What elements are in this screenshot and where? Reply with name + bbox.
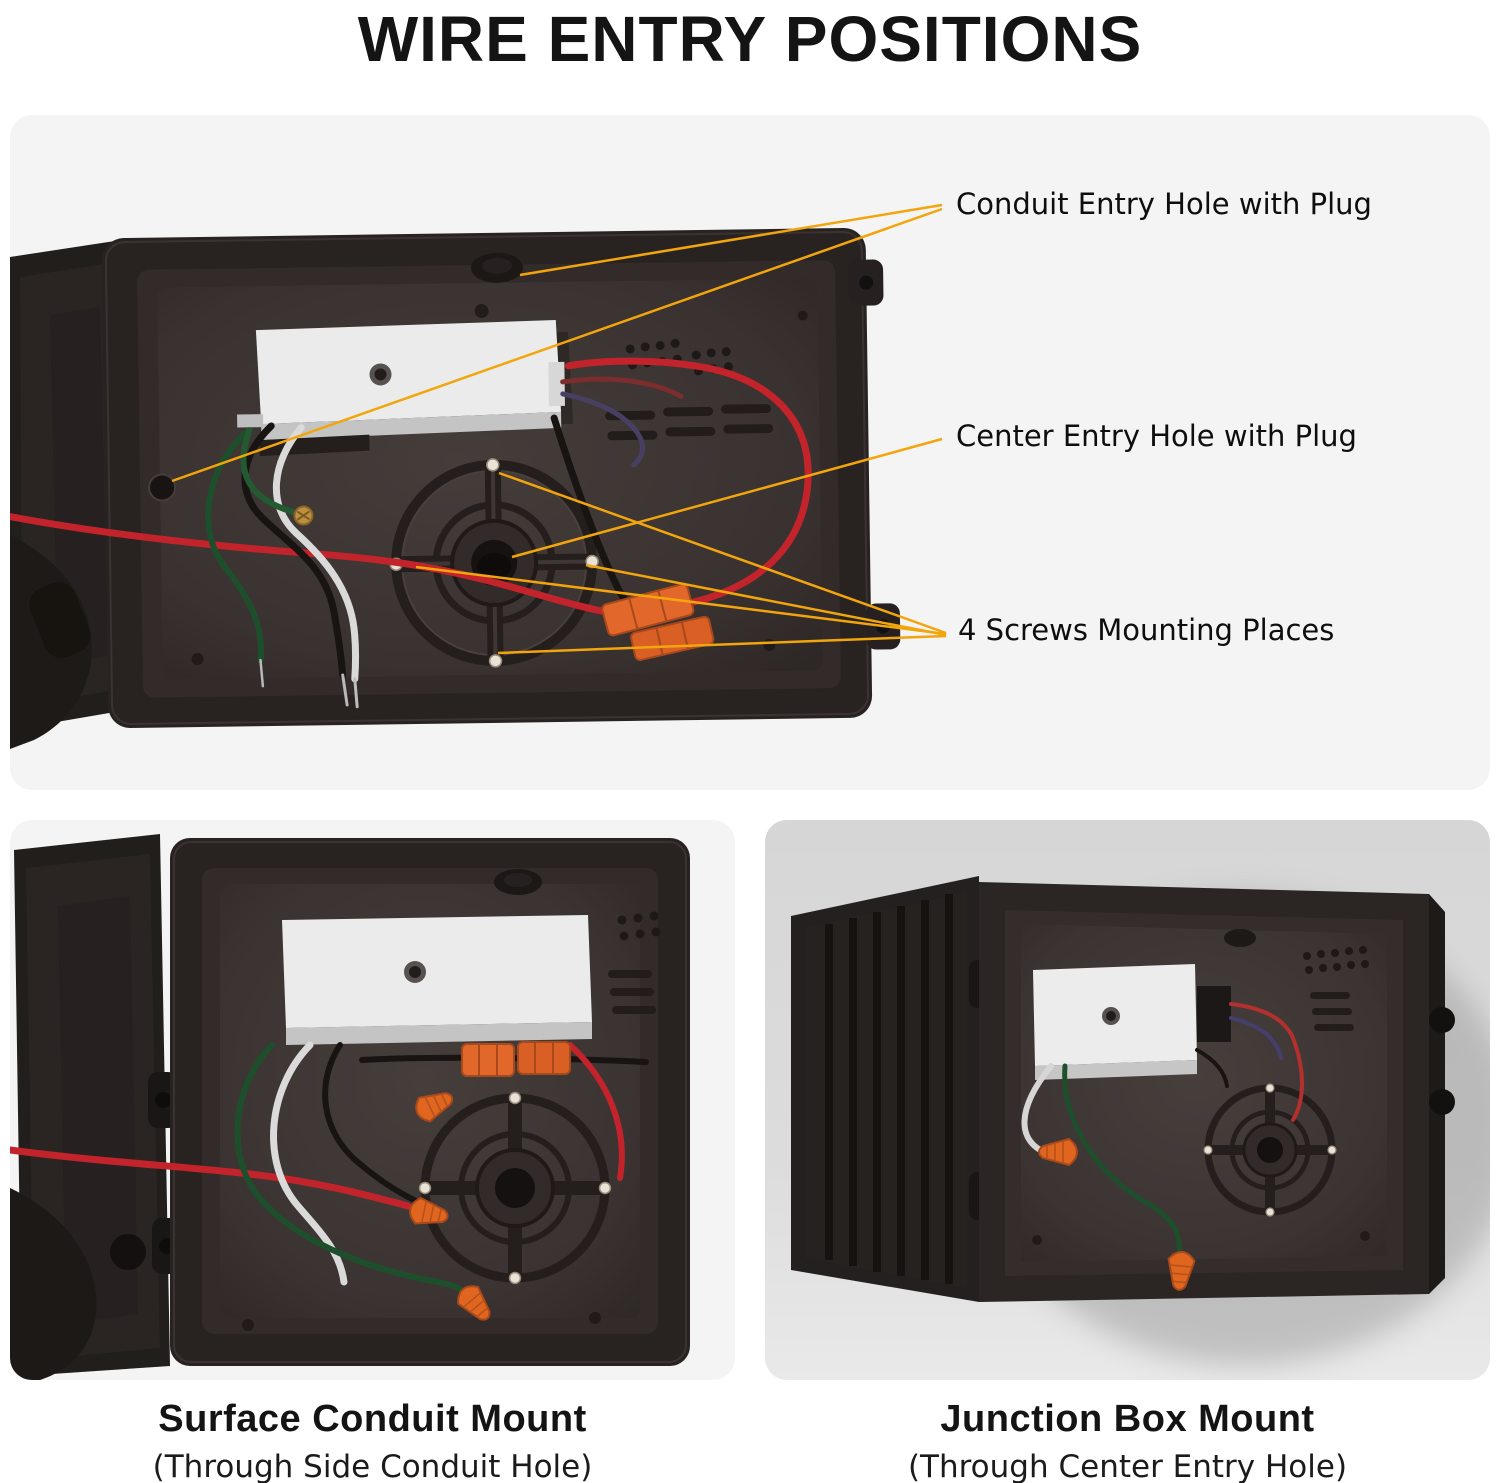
center-mounting-plate (389, 458, 599, 668)
caption-surface-conduit-mount: Surface Conduit Mount (Through Side Cond… (10, 1398, 735, 1483)
ground-screw (293, 505, 314, 526)
main-diagram-panel: Conduit Entry Hole with Plug Center Entr… (10, 115, 1490, 790)
led-driver (282, 915, 592, 1045)
wires (10, 1041, 649, 1299)
vent-slots (608, 970, 656, 1014)
junction-box-mount-illustration (765, 820, 1490, 1380)
junction-box-open-illustration (10, 203, 947, 749)
caption-title: Junction Box Mount (940, 1398, 1315, 1440)
junction-box (10, 838, 690, 1366)
side-conduit-hole (148, 473, 177, 502)
caption-title: Surface Conduit Mount (158, 1398, 587, 1440)
caption-subtitle: (Through Center Entry Hole) (907, 1449, 1348, 1483)
center-mounting-plate (1203, 1083, 1337, 1217)
annotation-center-entry-hole: Center Entry Hole with Plug (956, 419, 1357, 453)
surface-conduit-mount-illustration (10, 834, 690, 1380)
surface-conduit-mount-panel (10, 820, 735, 1380)
wire-connectors (461, 1041, 571, 1077)
caption-junction-box-mount: Junction Box Mount (Through Center Entry… (765, 1398, 1490, 1483)
led-driver (1033, 964, 1231, 1080)
junction-box (979, 882, 1455, 1302)
open-lid (791, 876, 989, 1302)
page-title: WIRE ENTRY POSITIONS (357, 3, 1143, 75)
terminal-block (1197, 986, 1231, 1042)
vent-holes (1303, 946, 1369, 974)
conduit-entry-plug (1224, 929, 1256, 947)
center-entry-hole (495, 1168, 535, 1208)
junction-box-mount-panel (765, 820, 1490, 1380)
center-entry-hole (1257, 1137, 1283, 1163)
center-mounting-plate (418, 1091, 612, 1285)
lid-ribs (825, 894, 953, 1284)
annotation-mounting-screws: 4 Screws Mounting Places (958, 613, 1335, 647)
caption-subtitle: (Through Side Conduit Hole) (152, 1449, 593, 1483)
side-conduit-plug (1429, 1089, 1455, 1115)
vent-holes (617, 911, 661, 941)
vent-slots (1310, 992, 1354, 1031)
wire-connectors (601, 583, 715, 661)
junction-box (10, 227, 901, 728)
floodlight-head (10, 1188, 146, 1380)
annotation-lines (171, 203, 947, 655)
side-conduit-plug (1429, 1007, 1455, 1033)
annotation-conduit-entry-hole: Conduit Entry Hole with Plug (956, 187, 1372, 221)
conduit-entry-plug (471, 252, 524, 319)
floodlight-head (10, 535, 92, 749)
